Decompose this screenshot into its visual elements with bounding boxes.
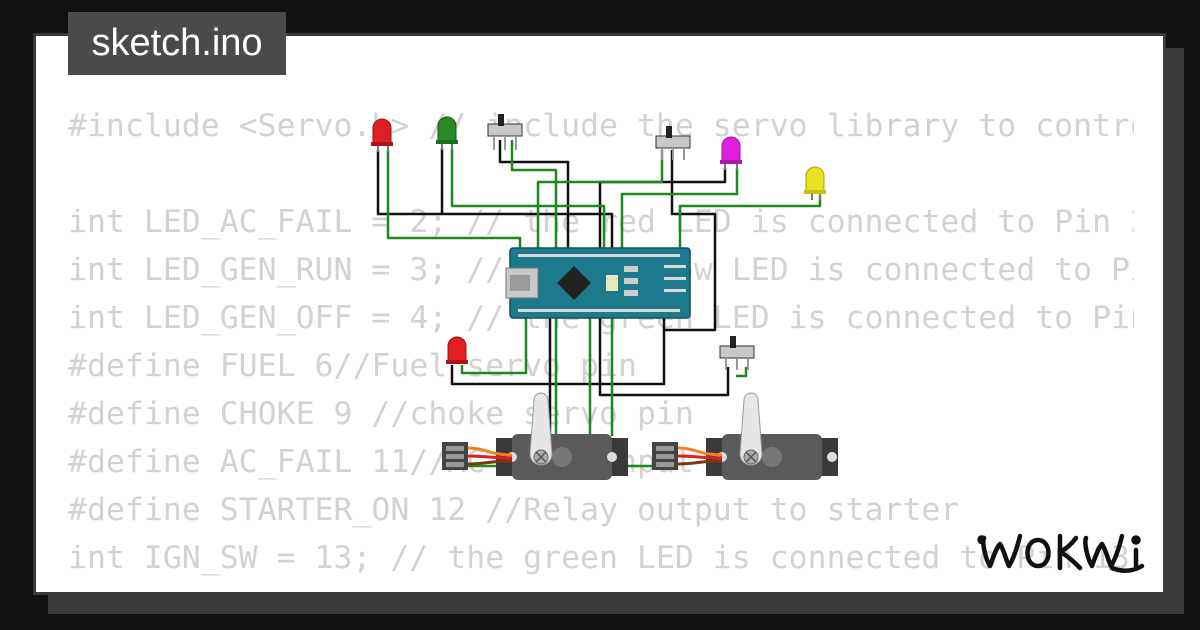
slide-switch-2[interactable] bbox=[655, 126, 691, 160]
servo-choke[interactable] bbox=[706, 392, 838, 480]
arduino-nano-board bbox=[505, 247, 691, 319]
slide-switch-1[interactable] bbox=[487, 114, 523, 150]
code-editor: #include <Servo.h> // include the servo … bbox=[68, 102, 1134, 592]
red-led-ac-fail[interactable] bbox=[371, 118, 393, 152]
servo-fuel-connector bbox=[442, 442, 513, 470]
code-line: #define GEN_RUN_FB 5 // generator run in… bbox=[68, 582, 1134, 592]
red-led-lower[interactable] bbox=[446, 336, 468, 364]
code-line: #define STARTER_ON 12 //Relay output to … bbox=[68, 492, 960, 528]
file-tab-label: sketch.ino bbox=[91, 22, 263, 64]
wokwi-logo bbox=[976, 528, 1152, 581]
code-line: #define FUEL 6//Fuel servo pin bbox=[68, 348, 637, 384]
servo-choke-connector bbox=[652, 442, 723, 470]
wokwi-logo-mark bbox=[977, 533, 1145, 573]
slide-switch-3[interactable] bbox=[719, 336, 755, 370]
file-tab[interactable]: sketch.ino bbox=[68, 12, 286, 75]
yellow-led-gen-run[interactable] bbox=[804, 166, 826, 200]
green-led-gen-off[interactable] bbox=[436, 116, 458, 150]
code-line: int LED_AC_FAIL = 2; // the red LED is c… bbox=[68, 204, 1134, 240]
code-line: int IGN_SW = 13; // the green LED is con… bbox=[68, 540, 1131, 576]
magenta-led[interactable] bbox=[720, 136, 742, 170]
servo-fuel[interactable] bbox=[496, 392, 628, 480]
